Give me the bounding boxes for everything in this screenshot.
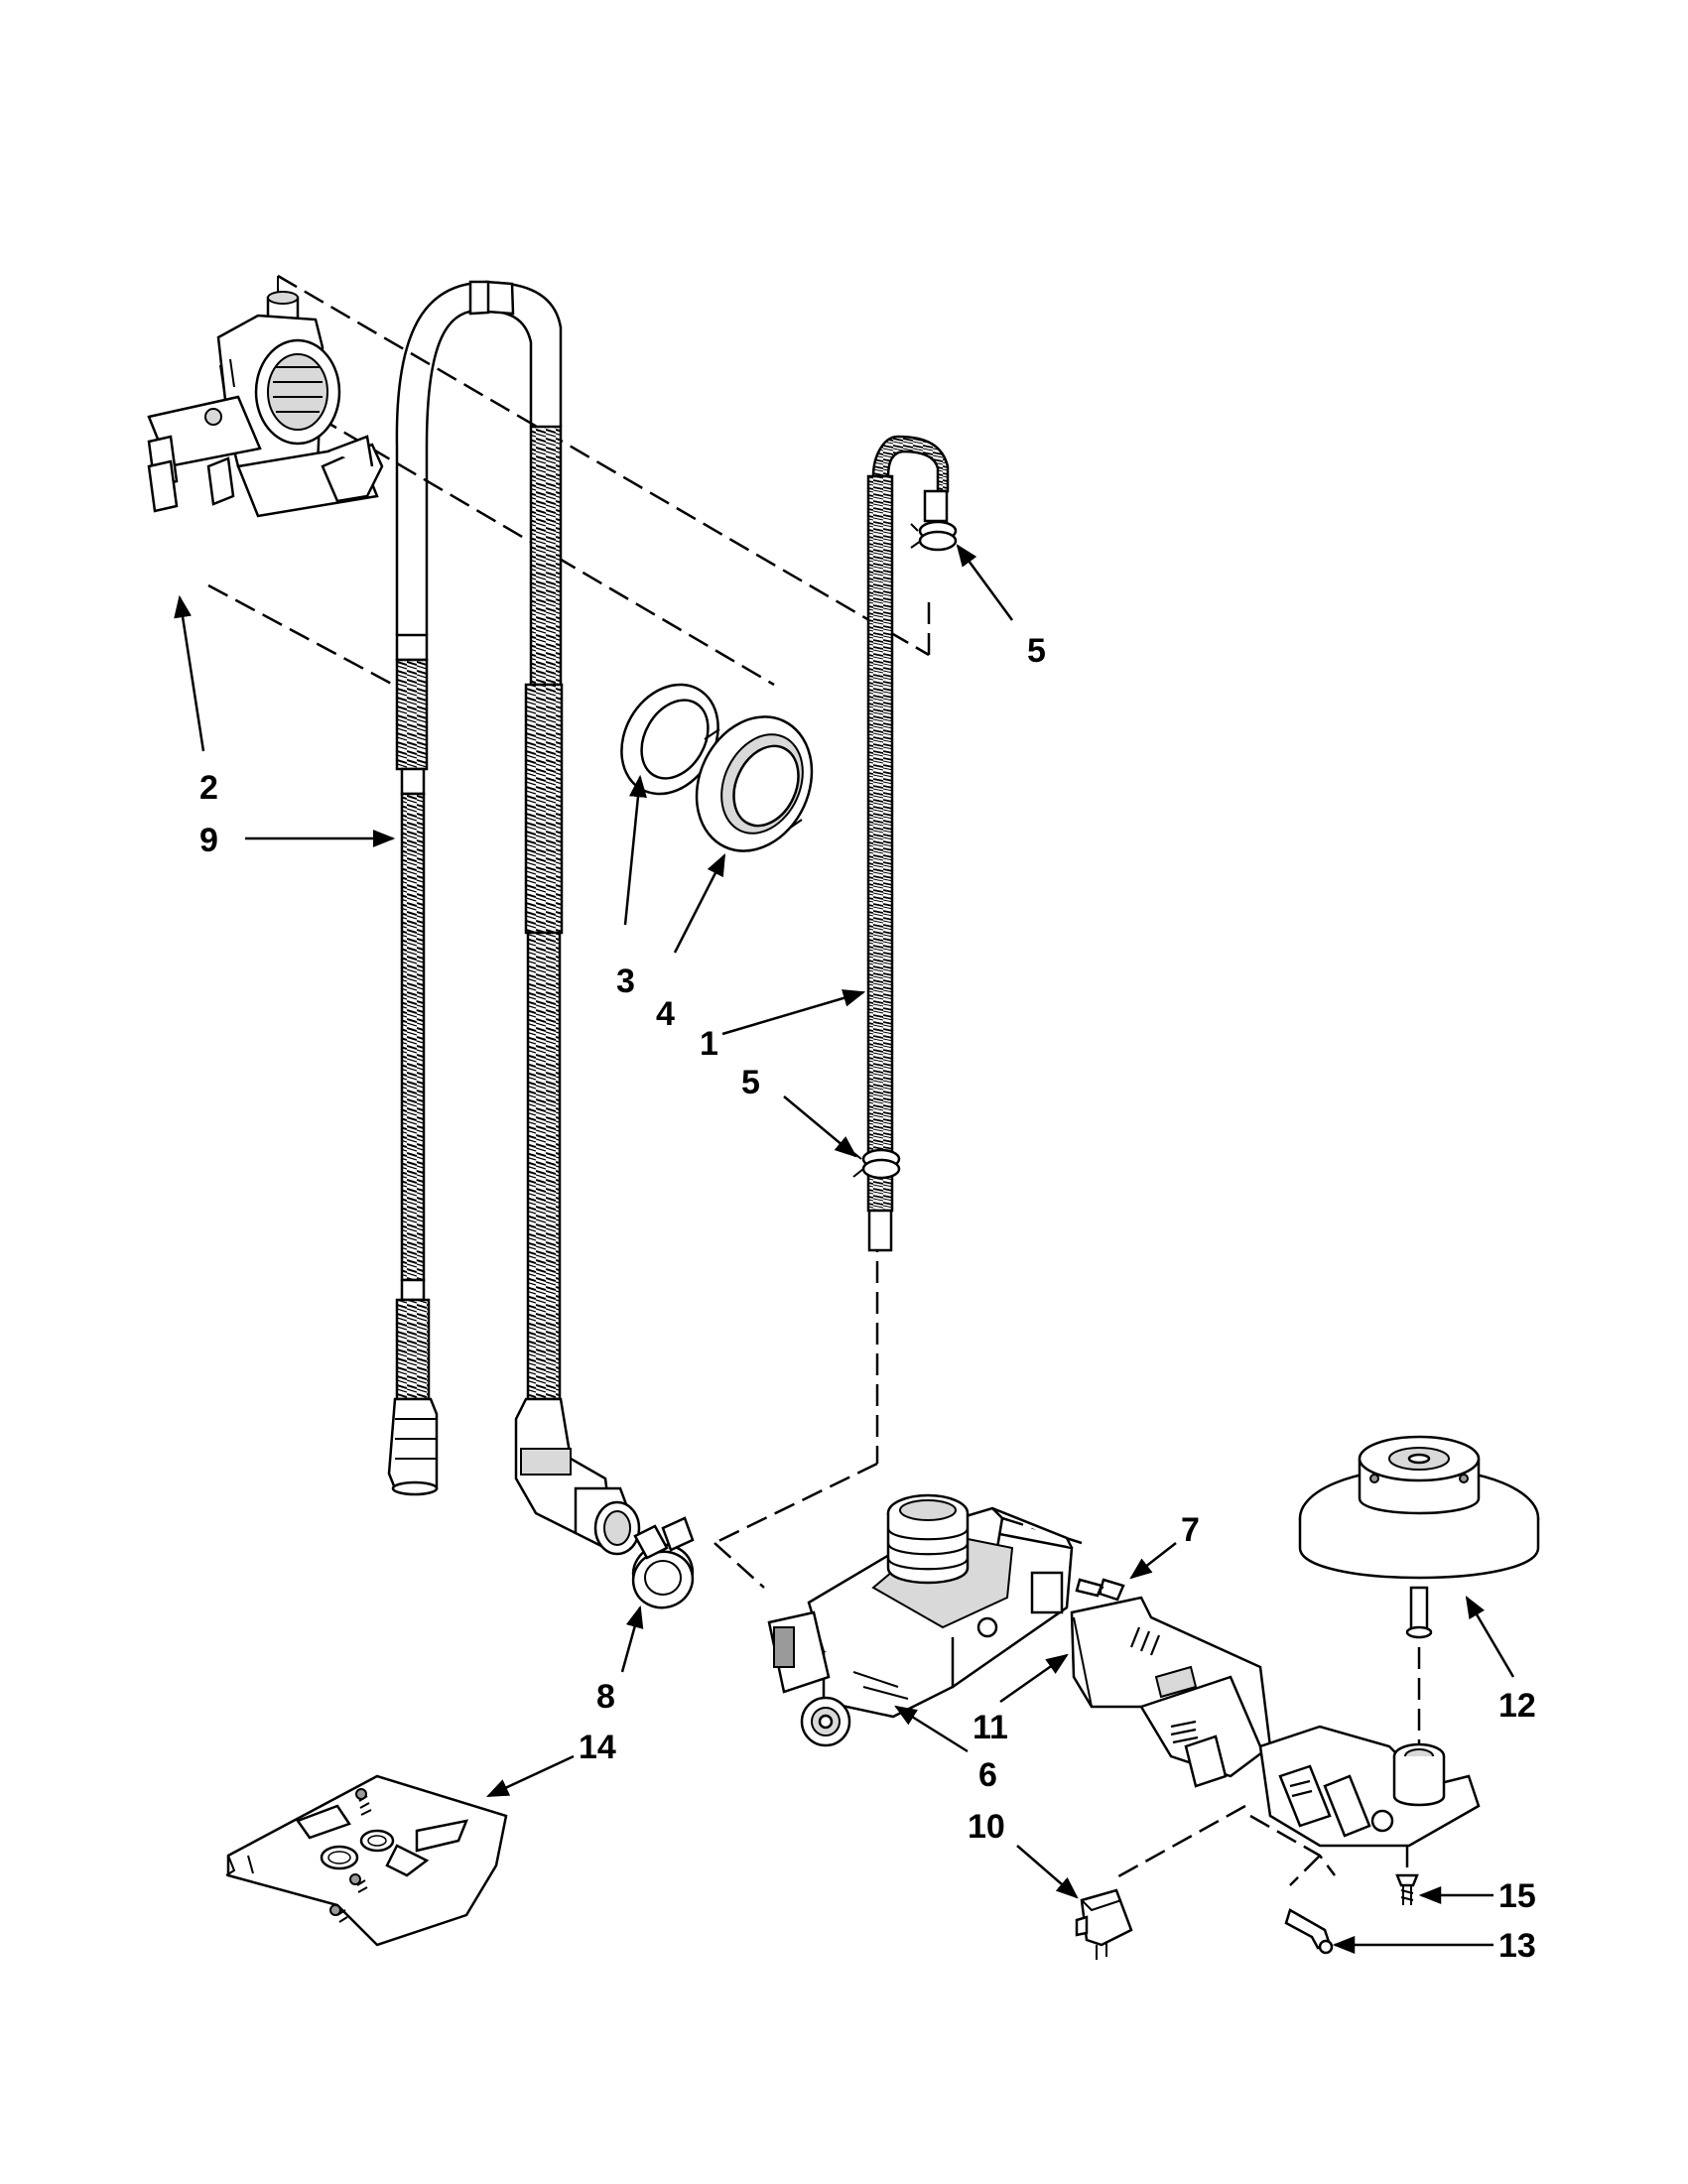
callout-8: 8: [596, 1678, 615, 1716]
callout-4: 4: [656, 995, 675, 1033]
callout-2: 2: [199, 769, 218, 807]
callout-11: 11: [973, 1709, 1008, 1746]
float-switch: [1075, 1888, 1133, 1960]
housing-screw: [1395, 1873, 1419, 1905]
valve-bracket: [1070, 1596, 1272, 1788]
float-housing: [1258, 1725, 1481, 1848]
callout-5-middle: 5: [741, 1064, 760, 1101]
valve-screw: [1075, 1578, 1125, 1602]
hose-nut: [695, 715, 814, 852]
callout-labels: 2 9 3 4 1 5 5 7 8 14 11 6 12 10 15 13: [199, 632, 1536, 1965]
hose-clamp-top: [910, 520, 958, 552]
drain-hose: [387, 280, 641, 1556]
spring-clamp: [631, 1516, 695, 1609]
fill-hose: [866, 435, 950, 1252]
leader-arrows: [174, 544, 1515, 1954]
callout-5-top: 5: [1027, 632, 1046, 670]
callout-1: 1: [700, 1025, 718, 1063]
callout-10: 10: [968, 1808, 1005, 1846]
float-lever: [1284, 1908, 1334, 1955]
callout-13: 13: [1498, 1927, 1536, 1965]
fill-funnel-bracket: [147, 291, 384, 518]
hose-clamp-bottom: [850, 1148, 901, 1180]
hardware-kit-bag: [225, 1774, 508, 1947]
callout-6: 6: [978, 1756, 997, 1794]
callout-3: 3: [616, 963, 635, 1000]
water-inlet-valve: [767, 1493, 1074, 1747]
callout-7: 7: [1181, 1511, 1200, 1549]
callout-15: 15: [1498, 1877, 1536, 1915]
callout-12: 12: [1498, 1687, 1536, 1725]
callout-14: 14: [579, 1729, 616, 1766]
callout-9: 9: [199, 822, 218, 859]
float: [1298, 1435, 1540, 1639]
